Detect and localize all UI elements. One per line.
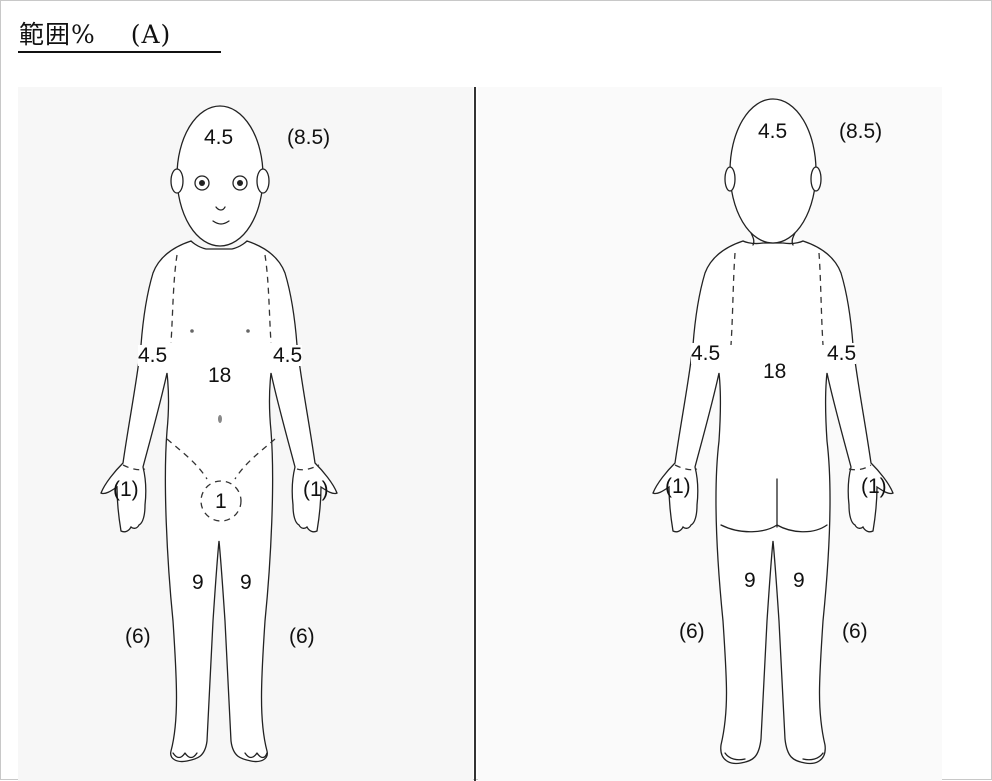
front-left-thigh-percent: 9 [192, 572, 204, 593]
back-head-infant-percent: (8.5) [839, 121, 882, 142]
back-left-leg-percent: (6) [679, 621, 705, 642]
front-body-figure [101, 106, 337, 762]
back-right-thigh-percent: 9 [793, 570, 805, 591]
front-right-hand-percent: (1) [303, 479, 329, 500]
front-genital-percent: 1 [215, 491, 227, 512]
front-right-leg-percent: (6) [289, 626, 315, 647]
front-head-percent: 4.5 [204, 127, 233, 148]
front-left-arm-percent: 4.5 [138, 345, 167, 366]
front-right-ear [257, 169, 269, 193]
back-right-ear [811, 167, 821, 191]
back-left-thigh-percent: 9 [744, 570, 756, 591]
back-left-arm-percent: 4.5 [691, 343, 720, 364]
front-left-ear [171, 169, 183, 193]
back-trunk-percent: 18 [763, 361, 786, 382]
back-body-figure [653, 99, 893, 763]
back-right-leg-percent: (6) [842, 621, 868, 642]
front-left-hand-percent: (1) [113, 479, 139, 500]
back-body-outline [653, 241, 893, 763]
front-right-arm-percent: 4.5 [273, 345, 302, 366]
front-right-thigh-percent: 9 [240, 572, 252, 593]
front-navel [218, 415, 222, 423]
front-left-pupil [199, 180, 205, 186]
front-left-nipple [190, 329, 194, 333]
back-head-percent: 4.5 [758, 121, 787, 142]
back-right-hand-percent: (1) [861, 476, 887, 497]
back-left-ear [725, 167, 735, 191]
front-right-pupil [237, 180, 243, 186]
back-left-hand-percent: (1) [665, 476, 691, 497]
front-right-nipple [246, 329, 250, 333]
back-right-arm-percent: 4.5 [827, 343, 856, 364]
front-head-infant-percent: (8.5) [287, 127, 330, 148]
front-left-leg-percent: (6) [125, 626, 151, 647]
front-trunk-percent: 18 [208, 365, 231, 386]
